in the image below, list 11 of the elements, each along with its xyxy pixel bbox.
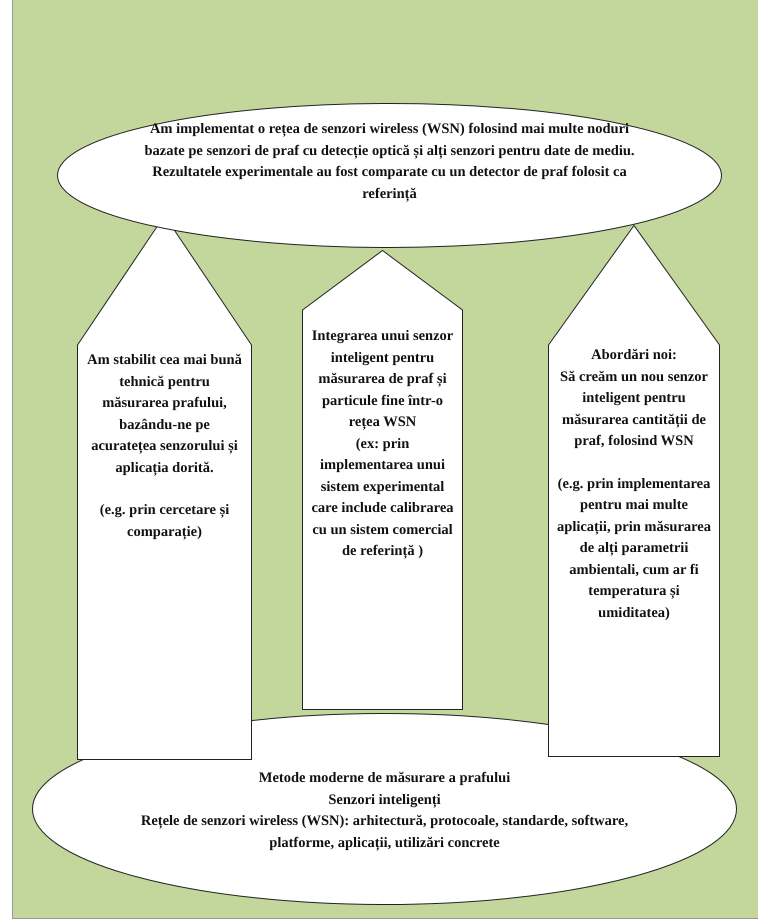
node-text: (e.g. prin cercetare și comparație) <box>98 501 230 542</box>
node-text: Am stabilit cea mai bună tehnică pentru măsurarea prafului, bazându-ne pe acuratețea senzorului și aplicația dorită. <box>86 351 243 478</box>
node-text: (e.g. prin implementarea pentru mai multe aplicații, prin măsurarea de alți parametrii ambientali, cum ar fi temperatura și umiditatea) <box>556 474 712 622</box>
node-text: Abordări noi: <box>590 346 678 365</box>
node-text: Rețele de senzori wireless (WSN): arhitectură, protocoale, standarde, software, platforme, aplicații, utilizări concrete <box>140 812 630 853</box>
node-text: Să creăm un nou senzor inteligent pentru măsurarea cantității de praf, folosind WSN <box>559 368 709 451</box>
node-text: Senzori inteligenți <box>327 790 442 810</box>
node-text: Am implementat o rețea de senzori wireless (WSN) folosind mai multe noduri bazate pe senzori de praf cu detecție optică și alți senzori pentru date de mediu. Rezultatele experimentale au fost comparate cu un detector de praf folosit ca referință <box>143 120 636 204</box>
node-text: (ex: prin implementarea unui sistem experimental care include calibrarea cu un sistem comercial de referință ) <box>310 434 455 561</box>
node-text: Metode moderne de măsurare a prafului <box>258 769 512 788</box>
node-text: Integrarea unui senzor inteligent pentru măsurarea de praf și particule fine într-o rețea WSN <box>310 327 454 432</box>
